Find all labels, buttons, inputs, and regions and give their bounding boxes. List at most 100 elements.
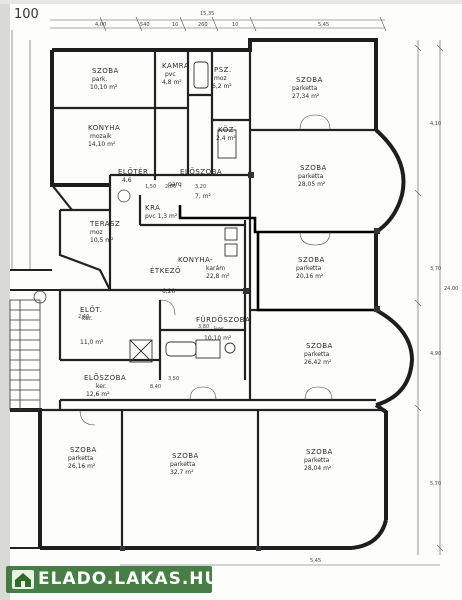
house-logo-icon [12,570,34,589]
room-labels: SZOBA park. 10,10 m² KAMRA pvc 4,8 m² PS… [68,62,333,476]
svg-text:27,34 m²: 27,34 m² [292,93,320,100]
svg-text:28,05 m²: 28,05 m² [298,181,326,188]
scan-edge-top [0,0,462,4]
svg-text:10,10 m²: 10,10 m² [90,84,118,91]
watermark-text: ELADO.LAKAS.HU [38,569,220,589]
corner-label: 100 [14,7,39,22]
svg-text:pvc 1,3 m²: pvc 1,3 m² [145,213,178,220]
dim-top-total: 15,35 [200,11,214,17]
svg-text:2,4 m²: 2,4 m² [216,135,236,142]
svg-text:moz: moz [90,229,103,236]
dimension-lines [11,19,441,566]
svg-text:parketta: parketta [296,265,322,272]
terrace-edge [51,184,111,291]
exterior-walls [10,38,415,550]
bathroom-fixtures [129,61,238,363]
level-1: 2,80 [165,184,176,190]
svg-text:10,5 m²: 10,5 m² [90,237,114,244]
dim-top-seg-5: 10 [232,22,238,28]
svg-text:parketta: parketta [304,351,330,358]
svg-text:12,6 m²: 12,6 m² [86,391,110,398]
dim-right-seg-3: 4,90 [430,351,441,357]
svg-text:26,42 m²: 26,42 m² [304,359,332,366]
dim-bottom-right: 5,45 [310,558,321,564]
room-eloter: ELŐTÉR 4,6 [118,167,148,184]
level-4: 3,50 [168,376,179,382]
door-swings [79,114,333,426]
svg-text:KONYHA-: KONYHA- [178,256,213,264]
dimension-ticks [99,16,444,552]
svg-text:ker.: ker. [214,326,225,333]
svg-text:KAMRA: KAMRA [162,62,189,70]
dim-right-seg-4: 5,70 [430,481,441,487]
level-7: 3,80 [198,324,209,330]
svg-text:11,0 m²: 11,0 m² [80,339,104,346]
adjacent-unit-walls [10,269,60,549]
room-elot: ELŐT. ker. 11,0 m² [80,305,104,346]
room-szoba-2: SZOBA parketta 27,34 m² [292,76,323,100]
svg-text:4,8 m²: 4,8 m² [162,79,182,86]
svg-text:ÉTKEZŐ: ÉTKEZŐ [150,266,181,275]
svg-text:parketta: parketta [170,461,196,468]
stairwell [9,299,41,411]
svg-text:karám: karám [206,265,225,272]
svg-text:FÜRDŐSZOBA: FÜRDŐSZOBA [196,315,250,324]
svg-text:10,10 m²: 10,10 m² [204,335,232,342]
dim-top-seg-3: 10 [172,22,178,28]
svg-text:SZOBA: SZOBA [70,446,97,454]
room-szoba-3: SZOBA parketta 28,05 m² [298,164,326,188]
room-szoba-8: SZOBA parketta 28,04 m² [304,448,332,472]
marker-circles [33,189,131,304]
svg-text:SZOBA: SZOBA [306,342,333,350]
room-szoba-7: SZOBA parketta 32,7 m² [170,452,198,476]
svg-text:parq: parq [168,181,182,188]
level-3: 2,40 [78,314,89,320]
dim-right-seg-2: 3,70 [430,266,441,272]
svg-text:20,16 m²: 20,16 m² [296,273,324,280]
svg-text:6,20: 6,20 [162,288,176,295]
svg-text:4,6: 4,6 [122,177,132,184]
svg-text:KONYHA: KONYHA [88,124,120,132]
svg-text:26,16 m²: 26,16 m² [68,463,96,470]
svg-text:14,10 m²: 14,10 m² [88,141,116,148]
dim-top-seg-2: 540 [140,22,150,28]
svg-text:TERASZ: TERASZ [89,220,120,228]
room-konyha-1: KONYHA mozaik 14,10 m² [88,124,120,148]
svg-text:moz: moz [214,75,227,82]
svg-text:pvc: pvc [165,71,176,78]
interior-walls [40,50,386,548]
svg-text:SZOBA: SZOBA [92,67,119,75]
svg-text:parketta: parketta [292,85,318,92]
svg-text:ELŐT.: ELŐT. [80,305,102,314]
svg-text:SZOBA: SZOBA [298,256,325,264]
svg-text:SZOBA: SZOBA [296,76,323,84]
room-szoba-5: SZOBA parketta 26,42 m² [304,342,333,366]
svg-text:ELŐSZOBA: ELŐSZOBA [84,373,126,382]
svg-text:ELŐSZOBA: ELŐSZOBA [180,167,222,176]
column-markers [120,172,380,551]
room-szoba-4: SZOBA parketta 20,16 m² [296,256,325,280]
room-eloszoba-1: ELŐSZOBA parq 7, m² [168,167,222,200]
room-szoba-6: SZOBA parketta 26,16 m² [68,446,97,470]
svg-text:7, m²: 7, m² [195,193,211,200]
room-eloszoba-2: ELŐSZOBA ker. 12,6 m² [84,373,126,398]
level-2: 3,20 [195,184,206,190]
room-psz: PSZ. moz 6,2 m² [212,66,232,90]
room-konyha-etkezo: KONYHA- karám 22,8 m² ÉTKEZŐ 6,20 [150,256,230,295]
svg-text:KRA: KRA [145,204,160,212]
svg-text:mozaik: mozaik [90,133,112,140]
dim-top-seg-6: 5,45 [318,22,329,28]
svg-text:PSZ.: PSZ. [214,66,232,74]
room-kra: KRA pvc 1,3 m² [145,204,178,220]
dim-top-seg-1: 4,00 [95,22,106,28]
svg-text:ELŐTÉR: ELŐTÉR [118,167,148,176]
watermark-banner [6,566,212,593]
svg-text:parketta: parketta [68,455,94,462]
svg-text:22,8 m²: 22,8 m² [206,273,230,280]
svg-text:6,2 m²: 6,2 m² [212,83,232,90]
scan-edge-left [0,0,10,600]
svg-text:KÖZ: KÖZ [218,125,234,134]
level-5: 1,50 [145,184,156,190]
